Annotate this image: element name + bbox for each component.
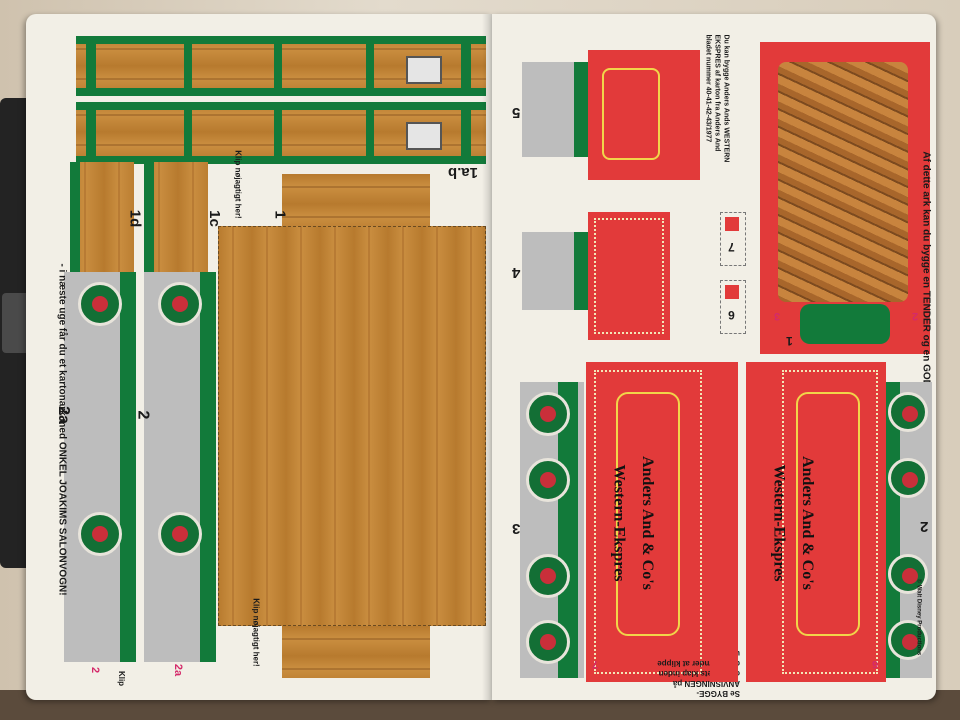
klip-note: Klip [117, 670, 127, 687]
part-5-flap [672, 50, 700, 180]
label-1d: 1d [126, 209, 144, 228]
part-4-trim [574, 232, 588, 310]
cut-note-top: Klip nøjagtigt her! [233, 150, 243, 219]
copyright: © Walt Disney Productions [915, 578, 922, 656]
wagon-text-right-1: Anders And & Co's [798, 456, 816, 590]
part-5-trim [574, 62, 588, 157]
pink-label-6: 6 [872, 658, 879, 670]
wagon-side-right-flap [746, 362, 774, 682]
label-2: 2 [134, 410, 152, 420]
wagon-text-left-2: Western-Ekspres [610, 464, 628, 582]
left-page: 1a.b 1d 1c Klip nøjagtigt her! 1 [26, 14, 492, 700]
label-7: 7 [728, 240, 735, 254]
next-week-note: - i næste uge får du et kartonark med ON… [56, 263, 68, 596]
label-1ab: 1a.b [448, 164, 479, 181]
label-3: 3 [512, 520, 521, 537]
part-4-side [522, 232, 574, 310]
part-1-flap-bottom [282, 626, 430, 678]
wagon-chassis-3 [520, 382, 584, 678]
wagon-text-right-2: Western-Ekspres [770, 464, 788, 582]
wagon-side-left-flap [710, 362, 738, 682]
right-page: 5 Du kan bygge Anders Ands WESTERN EKSPR… [492, 14, 936, 700]
part-7 [720, 212, 746, 266]
part-1d [70, 162, 134, 272]
pink-label-3: 3 [774, 310, 781, 322]
part-1-flap [282, 174, 430, 226]
tender-part-1 [760, 42, 930, 354]
label-5: 5 [512, 104, 521, 121]
part-4-front [588, 212, 670, 340]
part-1c [144, 162, 208, 272]
chassis-2 [144, 272, 216, 662]
label-1c: 1c [205, 210, 223, 227]
label-2-right: 2 [920, 518, 929, 535]
wagon-side-right [774, 362, 886, 682]
part-6 [720, 280, 746, 334]
plank-strip-bottom [76, 102, 486, 164]
pink-label-2a: 2a [172, 663, 185, 677]
part-1-floor [218, 226, 486, 626]
cut-note-bottom: Klip nøjagtigt her! [251, 598, 261, 667]
plank-strip-top [76, 36, 486, 96]
wagon-chassis-2 [886, 382, 932, 678]
pink-label-7: 7 [592, 658, 599, 670]
chassis-2a [64, 272, 136, 662]
part-5-front [588, 50, 672, 180]
wagon-side-left [586, 362, 710, 682]
label-6: 6 [728, 308, 735, 322]
label-4: 4 [512, 264, 521, 281]
part-5-side [522, 62, 574, 157]
top-note: Du kan bygge Anders Ands WESTERN EKSPRES… [704, 34, 730, 163]
label-1: 1 [271, 210, 289, 219]
wagon-text-left-1: Anders And & Co's [638, 456, 656, 590]
pink-label-2: 2 [89, 666, 102, 674]
label-1-right: 1 [786, 334, 793, 348]
pink-label-2-right: 2 [912, 310, 919, 322]
open-booklet: 1a.b 1d 1c Klip nøjagtigt her! 1 [26, 14, 936, 700]
